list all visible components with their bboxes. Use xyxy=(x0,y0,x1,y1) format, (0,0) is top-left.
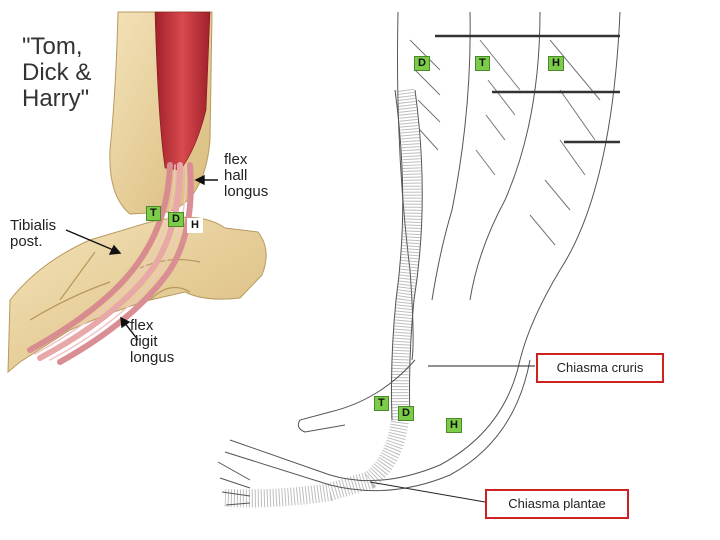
flex-digit-line-2: digit xyxy=(130,333,158,351)
tendon-group xyxy=(27,162,194,365)
right-bottom-tag-h: H xyxy=(446,418,462,433)
right-top-tag-h: H xyxy=(548,56,564,71)
left-tag-h: H xyxy=(187,218,203,233)
left-tag-t: T xyxy=(146,206,161,221)
chiasma-plantae-label: Chiasma plantae xyxy=(485,489,629,519)
tibialis-line-1: Tibialis xyxy=(10,217,57,234)
tibialis-post-label: Tibialis post. xyxy=(10,217,57,251)
right-top-tag-d: D xyxy=(414,56,430,71)
foot-bones xyxy=(7,216,267,374)
mnemonic-title: "Tom, Dick & Harry" xyxy=(22,34,91,112)
flexor-muscle xyxy=(154,11,211,171)
flex-hall-longus-label: flex hall longus xyxy=(224,151,269,201)
title-line-2: Dick & xyxy=(22,58,92,86)
flex-digit-line-1: flex xyxy=(130,317,154,334)
flex-hall-line-1: flex xyxy=(224,151,248,168)
right-bottom-tag-d: D xyxy=(398,406,414,421)
chiasma-cruris-label: Chiasma cruris xyxy=(536,353,664,383)
left-tag-d: D xyxy=(168,212,184,227)
flex-digit-longus-label: flex digit longus xyxy=(130,317,175,367)
pointer-arrows xyxy=(65,174,218,341)
tendon-line-drawing xyxy=(217,11,621,508)
title-line-1: "Tom, xyxy=(22,33,83,60)
foot-bone-detail xyxy=(29,251,201,321)
right-top-tag-t: T xyxy=(475,56,490,71)
right-bottom-tag-t: T xyxy=(374,396,389,411)
flex-digit-line-3: longus xyxy=(130,349,175,367)
flex-hall-line-3: longus xyxy=(224,183,269,201)
title-line-3: Harry" xyxy=(22,84,90,112)
tibialis-line-2: post. xyxy=(10,233,43,251)
flex-hall-line-2: hall xyxy=(224,167,248,185)
